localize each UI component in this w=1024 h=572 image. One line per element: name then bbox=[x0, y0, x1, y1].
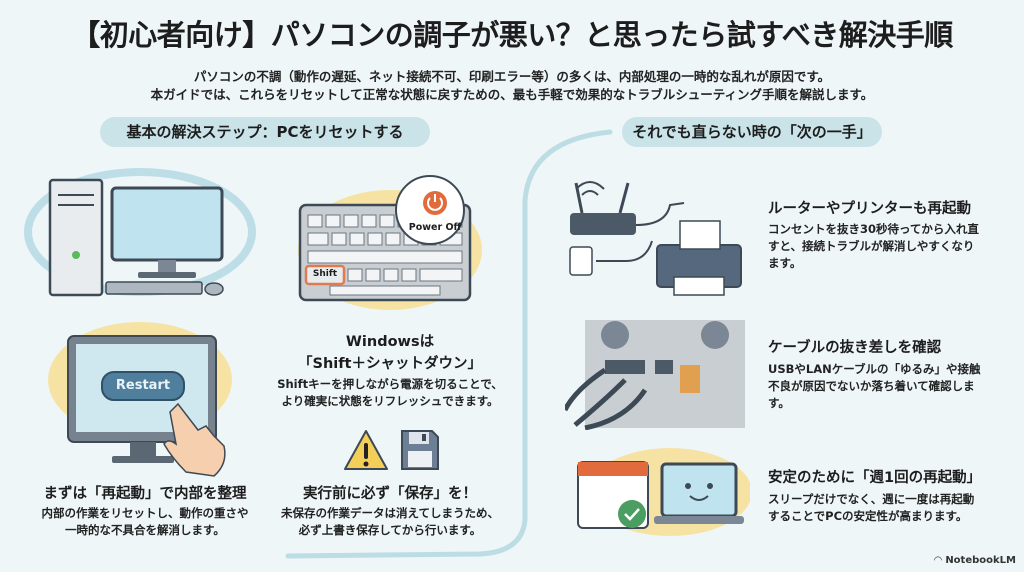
warning-icon bbox=[344, 430, 388, 470]
shift-desc-1: Shiftキーを押しながら電源を切ることで、 bbox=[277, 377, 503, 391]
keyboard-illustration bbox=[298, 175, 482, 310]
shift-desc-2: より確実に状態をリフレッシュできます。 bbox=[281, 394, 499, 408]
router-desc-3: ます。 bbox=[768, 256, 802, 270]
notebooklm-brand: ◠ NotebookLM bbox=[934, 555, 1016, 566]
notebooklm-logo-icon: ◠ bbox=[934, 555, 946, 566]
router-desc-2: すと、接続トラブルが解消しやすくなり bbox=[768, 239, 975, 253]
weekly-restart-desc-2: することでPCの安定性が高まります。 bbox=[768, 509, 968, 523]
calendar-laptop-illustration bbox=[577, 448, 750, 536]
save-desc-2: 必ず上書き保存してから行います。 bbox=[298, 523, 482, 537]
save-heading: 実行前に必ず「保存」を！ bbox=[303, 486, 477, 502]
shift-key-label: Shift bbox=[312, 269, 338, 279]
cable-desc-1: USBやLANケーブルの「ゆるみ」や接触 bbox=[768, 362, 981, 376]
right-section-header: それでも直らない時の「次の一手」 bbox=[622, 117, 882, 147]
router-desc-1: コンセントを抜き30秒待ってから入れ直 bbox=[768, 222, 979, 236]
router-printer-illustration bbox=[569, 181, 742, 296]
weekly-restart-desc-1: スリープだけでなく、週に一度は再起動 bbox=[768, 492, 975, 506]
save-desc-1: 未保存の作業データは消えてしまうため、 bbox=[281, 506, 499, 520]
router-heading: ルーターやプリンターも再起動 bbox=[768, 201, 971, 217]
brand-text: NotebookLM bbox=[945, 555, 1016, 566]
cable-desc-3: す。 bbox=[768, 396, 790, 410]
subtitle-line-2: 本ガイドでは、これらをリセットして正常な状態に戻すための、最も手軽で効果的なトラ… bbox=[150, 87, 874, 102]
floppy-disk-icon bbox=[401, 430, 439, 470]
weekly-restart-heading: 安定のために「週1回の再起動」 bbox=[768, 470, 982, 486]
cable-heading: ケーブルの抜き差しを確認 bbox=[768, 340, 942, 356]
desktop-pc-illustration bbox=[24, 168, 256, 297]
power-off-label: Power Off bbox=[408, 222, 462, 233]
cable-ports-illustration bbox=[565, 320, 745, 430]
restart-desc-1: 内部の作業をリセットし、動作の重さや bbox=[41, 506, 249, 520]
subtitle-line-1: パソコンの不調（動作の遅延、ネット接続不可、印刷エラー等）の多くは、内部処理の一… bbox=[193, 69, 831, 84]
shift-heading-1: Windowsは bbox=[345, 334, 435, 350]
shift-heading-2: 「Shift＋シャットダウン」 bbox=[298, 356, 482, 372]
restart-desc-2: 一時的な不具合を解消します。 bbox=[65, 523, 225, 537]
left-section-header: 基本の解決ステップ：PCをリセットする bbox=[100, 117, 430, 147]
page-title: 【初心者向け】パソコンの調子が悪い？と思ったら試すべき解決手順 bbox=[71, 18, 953, 52]
cable-desc-2: 不良が原因でないか落ち着いて確認しま bbox=[768, 379, 975, 393]
restart-heading: まずは「再起動」で内部を整理 bbox=[43, 486, 247, 502]
restart-button: Restart bbox=[101, 371, 185, 401]
